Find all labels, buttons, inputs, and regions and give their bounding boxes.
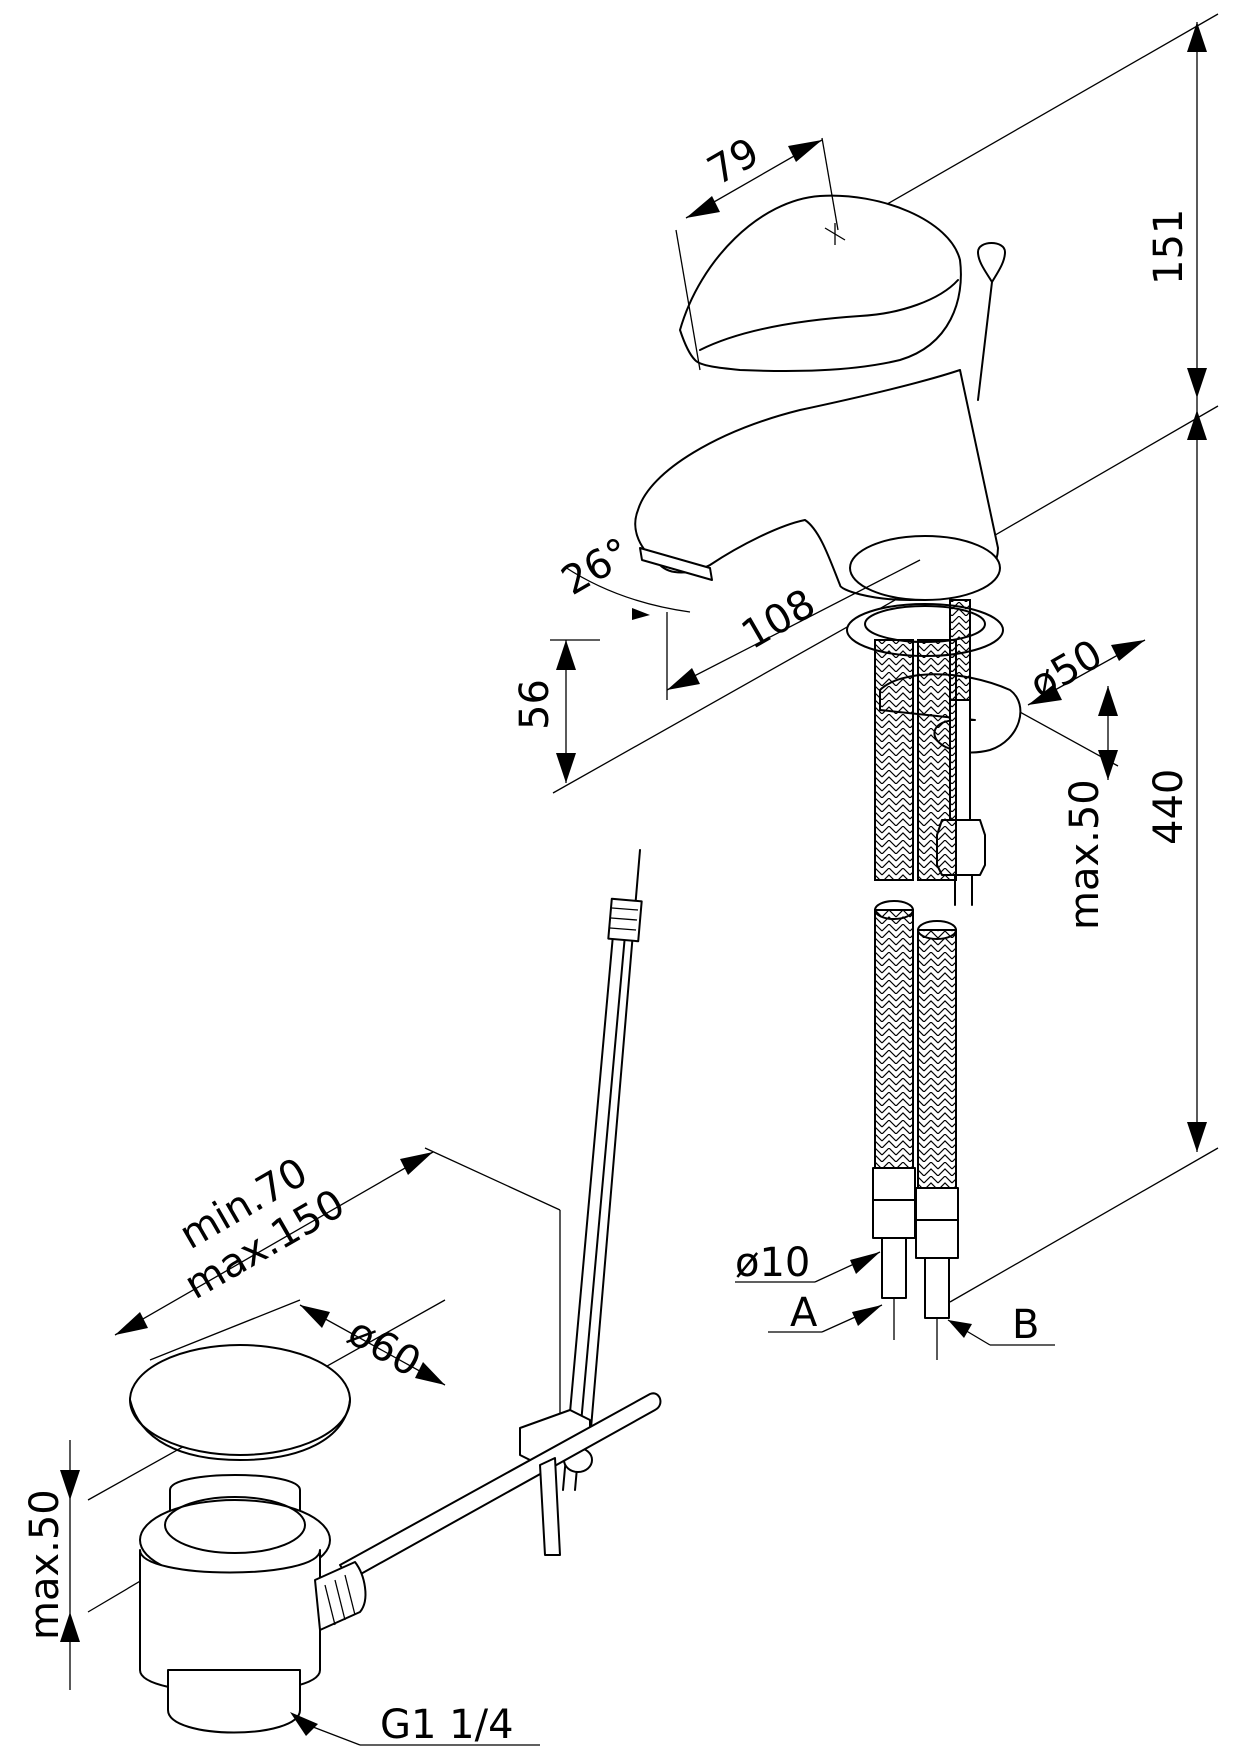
dim-hose-a: A bbox=[790, 1290, 818, 1336]
hose-lower-b bbox=[917, 929, 957, 1191]
lift-rod-knob bbox=[977, 242, 1006, 283]
faucet-dimensions: 151 440 79 26° 108 56 ø50 bbox=[512, 22, 1207, 1348]
overflow-outlet bbox=[314, 1561, 367, 1631]
dim-handle-length: 79 bbox=[700, 129, 767, 194]
waste bbox=[87, 849, 662, 1734]
faucet-base-top bbox=[849, 535, 1001, 601]
hose-upper-left bbox=[874, 639, 914, 881]
dim-hose-diameter: ø10 bbox=[735, 1240, 810, 1286]
dim-spout-reach: 108 bbox=[734, 581, 823, 659]
dim-total-height: 440 bbox=[1146, 769, 1192, 845]
hose-upper-right bbox=[917, 639, 957, 881]
faucet-handle bbox=[679, 194, 962, 372]
link-rod bbox=[339, 1392, 662, 1581]
dim-spout-angle: 26° bbox=[554, 529, 638, 604]
dim-plug-diameter: ø60 bbox=[340, 1309, 428, 1387]
aerator bbox=[639, 547, 713, 581]
dim-thread: G1 1/4 bbox=[380, 1702, 514, 1748]
hose-fitting-a bbox=[872, 1167, 916, 1239]
dim-deck-thickness-waste: max.50 bbox=[22, 1489, 68, 1640]
dim-base-diameter: ø50 bbox=[1022, 631, 1110, 709]
dim-deck-thickness-tap: max.50 bbox=[1062, 779, 1108, 930]
dim-spout-height: 56 bbox=[512, 679, 558, 730]
dim-upper-height: 151 bbox=[1146, 209, 1192, 285]
hose-lower-a bbox=[874, 909, 914, 1171]
faucet bbox=[552, 13, 1219, 1360]
plug-cap bbox=[129, 1344, 351, 1456]
hose-fitting-b bbox=[915, 1187, 959, 1259]
dim-hose-b: B bbox=[1012, 1302, 1039, 1348]
